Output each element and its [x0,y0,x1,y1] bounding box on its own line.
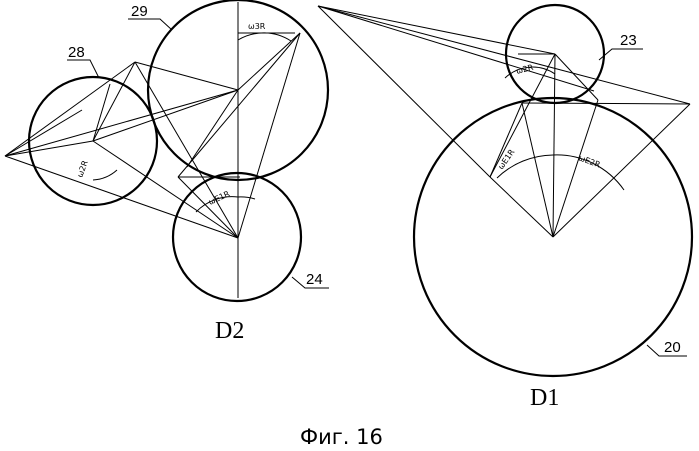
leader-23 [599,49,643,60]
construction-line [522,103,690,104]
ref-number-29: 29 [131,3,148,20]
figure-caption: Фиг. 16 [300,425,383,449]
construction-line [5,90,238,156]
ref-number-20: 20 [664,339,681,356]
angle-arc-we1r-left-b [238,197,255,199]
diagram-label-d2: D2 [215,318,244,344]
angle-label-w3r: ω3R [248,22,266,31]
construction-line [318,6,555,54]
construction-line [135,62,238,238]
construction-line [5,62,135,156]
construction-line [318,6,490,177]
leader-29 [128,19,172,30]
angle-arc-w2r-left [93,170,117,180]
construction-line [5,156,238,238]
construction-line [93,62,135,141]
diagram-d1: ω2R ωE1R ωE2R 23 20 D1 [318,5,692,411]
construction-line [318,6,594,91]
angle-label-we2r-right: ωE2R [577,153,602,169]
ref-number-28: 28 [68,44,85,61]
construction-line [93,84,110,141]
construction-line [238,33,300,238]
construction-line [490,177,553,237]
construction-line [318,6,690,104]
leader-28 [67,60,99,78]
construction-line [93,141,238,238]
construction-line [187,90,238,167]
diagram-d2: ω3R ω2R ωE1R 29 28 24 D2 [5,0,329,344]
angle-label-w2r-right: ω2R [515,63,535,76]
construction-line [555,54,598,100]
diagram-label-d1: D1 [530,385,559,411]
angle-label-w2r-left: ω2R [75,159,90,179]
construction-line [93,90,238,141]
angle-arc-w3r [238,33,291,41]
construction-line [238,33,300,90]
construction-line [135,62,238,90]
construction-line [522,103,553,237]
construction-line [553,100,598,237]
ref-number-23: 23 [620,32,637,49]
vertical-axis-d1 [553,54,555,237]
ref-number-24: 24 [306,271,323,288]
construction-line [553,104,690,237]
